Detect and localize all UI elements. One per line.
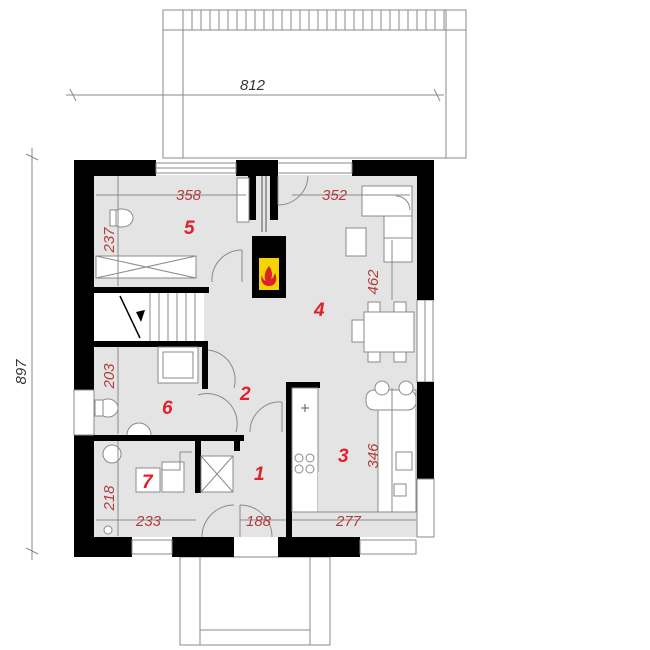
room-number-2: 2 <box>239 384 251 405</box>
bottom-porch <box>179 556 331 646</box>
room-number-4: 4 <box>313 300 325 321</box>
dimension-lines <box>25 88 444 560</box>
dim-room5-height: 237 <box>101 227 118 254</box>
doors <box>197 175 309 538</box>
kitchen-fixtures <box>291 380 417 513</box>
dimension-labels: 812 897 358 352 237 462 203 346 218 233 … <box>13 77 382 530</box>
dim-overall-height: 897 <box>13 359 30 385</box>
room7-fixtures <box>102 444 234 535</box>
dim-overall-width: 812 <box>240 77 266 94</box>
dim-room6-height: 203 <box>101 363 118 390</box>
room-number-5: 5 <box>184 218 195 239</box>
fireplace <box>259 258 279 290</box>
top-terrace <box>162 9 467 159</box>
windows <box>73 162 435 555</box>
dim-room3-width: 277 <box>335 513 362 530</box>
room-number-7: 7 <box>142 472 154 493</box>
bathroom-fixtures <box>95 176 267 279</box>
dim-room7-width: 233 <box>135 513 162 530</box>
dim-room1-width: 188 <box>246 513 272 530</box>
staircase <box>119 293 196 341</box>
exterior-walls <box>74 160 434 557</box>
dim-room5-width: 358 <box>176 187 202 204</box>
flame-icon <box>261 266 277 286</box>
dim-room4-height: 462 <box>365 269 382 295</box>
room-numbers: 5 4 2 6 3 1 7 <box>135 218 349 493</box>
room-number-6: 6 <box>162 398 173 419</box>
room-number-3: 3 <box>338 446 349 467</box>
dim-room4-width: 352 <box>322 187 348 204</box>
room-number-1: 1 <box>254 464 265 485</box>
living-furniture <box>345 185 415 363</box>
dim-room3-height: 346 <box>365 443 382 469</box>
room7-label-box <box>135 467 161 493</box>
dim-room7-height: 218 <box>101 485 118 512</box>
